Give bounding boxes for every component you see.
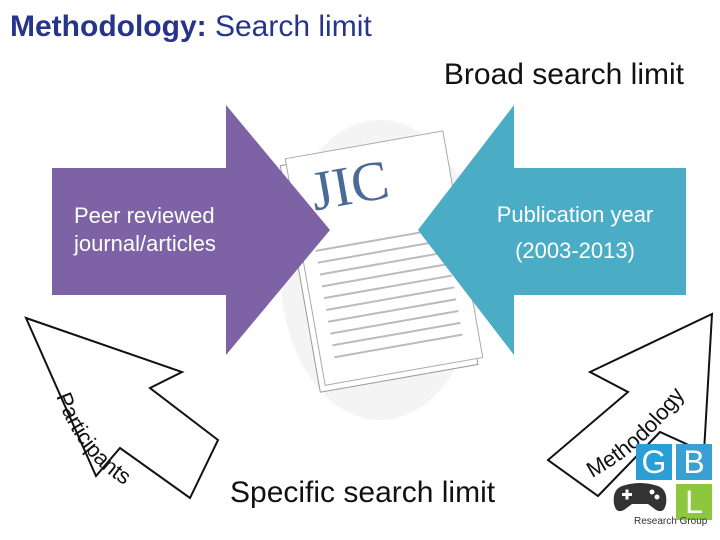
title-bold: Methodology:: [10, 10, 207, 43]
logo-caption: Research Group: [634, 516, 708, 527]
publication-year-text: Publication year (2003-2013): [470, 197, 680, 269]
logo-tile-b: B: [676, 444, 712, 480]
peer-line-2: journal/articles: [74, 231, 216, 256]
journal-image: JIC: [279, 120, 484, 420]
gamepad-icon: [613, 483, 667, 512]
publication-line-2: (2003-2013): [515, 238, 635, 263]
broad-search-limit-label: Broad search limit: [443, 58, 684, 91]
specific-search-limit-label: Specific search limit: [230, 476, 496, 509]
publication-year-arrow: [418, 105, 686, 355]
svg-text:JIC: JIC: [306, 149, 393, 224]
participants-arrow: [24, 316, 220, 500]
logo-tile-g: G: [636, 444, 672, 480]
peer-line-1: Peer reviewed: [74, 203, 215, 228]
peer-reviewed-arrow: [52, 105, 330, 355]
logo-tile-l: L: [676, 484, 712, 520]
title-rest: Search limit: [214, 10, 372, 43]
peer-reviewed-text: Peer reviewed journal/articles: [74, 202, 216, 258]
slide-title: Methodology: Search limit: [10, 10, 372, 44]
gbl-logo: G B L Research Group: [612, 444, 716, 532]
publication-line-1: Publication year: [496, 202, 654, 227]
